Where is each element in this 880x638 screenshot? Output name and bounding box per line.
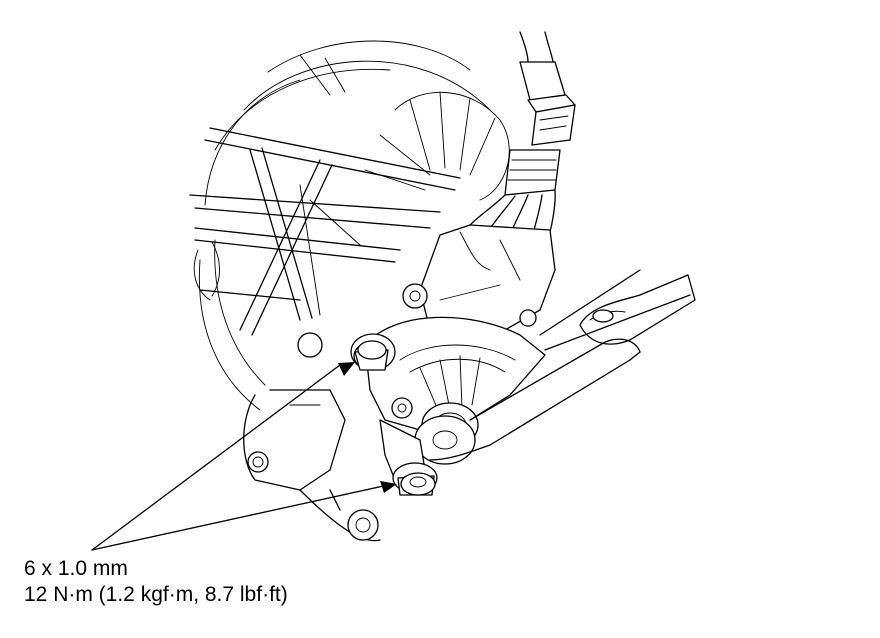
transmission-housing (189, 40, 510, 542)
bolt-size-label: 6 x 1.0 mm (24, 557, 128, 580)
callout-leader-lines (91, 362, 397, 551)
torque-spec-label: 12 N·m (1.2 kgf·m, 8.7 lbf·ft) (24, 583, 288, 606)
mounting-bolts (350, 333, 438, 496)
sensor-switch-body (364, 224, 556, 481)
wiring-harness (469, 31, 576, 241)
arrowhead-upper-bolt (338, 362, 355, 376)
shift-lever (429, 269, 696, 461)
arrowhead-lower-bolt (380, 481, 397, 493)
